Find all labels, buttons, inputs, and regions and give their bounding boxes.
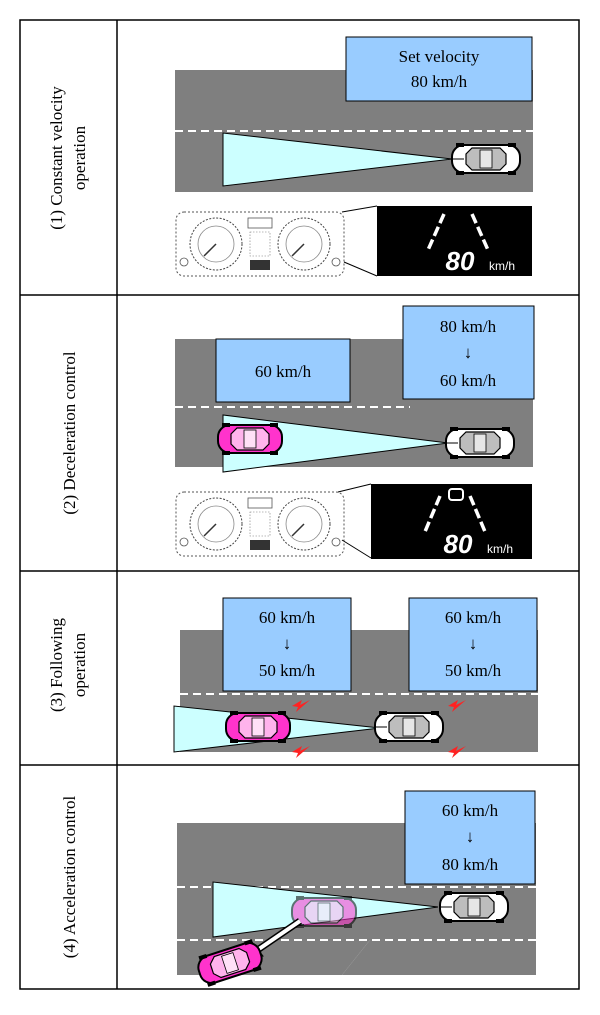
- lane-change-arrow-fill: [254, 919, 302, 953]
- row-label: (4) Acceleration control: [60, 796, 79, 959]
- host-car: [374, 710, 444, 744]
- info-box-line: 80 km/h: [440, 317, 497, 336]
- row-label-line2: operation: [70, 632, 89, 697]
- row-label: (1) Constant velocity: [47, 86, 66, 230]
- callout-line: [343, 261, 378, 277]
- info-box: [402, 305, 535, 400]
- info-box-line: ↓: [469, 634, 478, 653]
- info-box-line: ↓: [466, 827, 475, 846]
- callout-line: [337, 483, 372, 493]
- head-up-display: [371, 484, 532, 559]
- info-box-line: 60 km/h: [442, 801, 499, 820]
- info-box-line: ↓: [283, 634, 292, 653]
- preceding-car-ghost: [291, 895, 357, 929]
- host-car: [451, 142, 521, 176]
- info-box: [408, 597, 538, 692]
- info-box-line: 50 km/h: [259, 661, 316, 680]
- info-box-line: 60 km/h: [445, 608, 502, 627]
- info-box: [404, 790, 536, 885]
- info-box-line: 60 km/h: [255, 362, 312, 381]
- table-frame: [19, 19, 580, 990]
- row-label: (2) Deceleration control: [60, 351, 79, 515]
- info-box: [345, 36, 533, 102]
- info-box-line: ↓: [464, 343, 473, 362]
- row-following-operation: (3) Following operation 60 km/h ↓ 50 km/…: [47, 597, 538, 758]
- display-unit: km/h: [487, 542, 513, 556]
- info-box-line: 50 km/h: [445, 661, 502, 680]
- info-box-line: Set velocity: [399, 47, 480, 66]
- callout-line: [341, 205, 378, 213]
- callout-line: [341, 539, 372, 559]
- info-box-line: 80 km/h: [442, 855, 499, 874]
- row-deceleration-control: (2) Deceleration control 60 km/h 80 km/h…: [60, 305, 535, 559]
- preceding-car-icon: [448, 488, 464, 501]
- host-car: [439, 890, 509, 924]
- display-unit: km/h: [489, 259, 515, 273]
- lane-icon-right: [470, 213, 490, 251]
- row-label-line2: operation: [70, 125, 89, 190]
- preceding-car: [225, 710, 291, 744]
- info-box: [215, 338, 351, 403]
- host-car: [445, 426, 515, 460]
- info-box-line: 60 km/h: [440, 371, 497, 390]
- lane-icon-right: [468, 495, 488, 535]
- info-box-line: 80 km/h: [411, 72, 468, 91]
- display-speed: 80: [446, 246, 475, 276]
- info-box-line: 60 km/h: [259, 608, 316, 627]
- head-up-display: [377, 206, 532, 276]
- row-acceleration-control: (4) Acceleration control 60 km/h ↓ 80 km…: [60, 790, 536, 990]
- row-label: (3) Following: [47, 618, 66, 712]
- lane-icon-left: [426, 213, 446, 251]
- sensor-beam: [222, 132, 453, 187]
- instrument-cluster: [175, 491, 345, 557]
- info-box: [222, 597, 352, 692]
- instrument-cluster: [175, 211, 345, 277]
- lane-icon-left: [422, 495, 442, 535]
- preceding-car: [217, 422, 283, 456]
- display-speed: 80: [444, 529, 473, 559]
- row-constant-velocity: (1) Constant velocity operation Set velo…: [47, 36, 533, 277]
